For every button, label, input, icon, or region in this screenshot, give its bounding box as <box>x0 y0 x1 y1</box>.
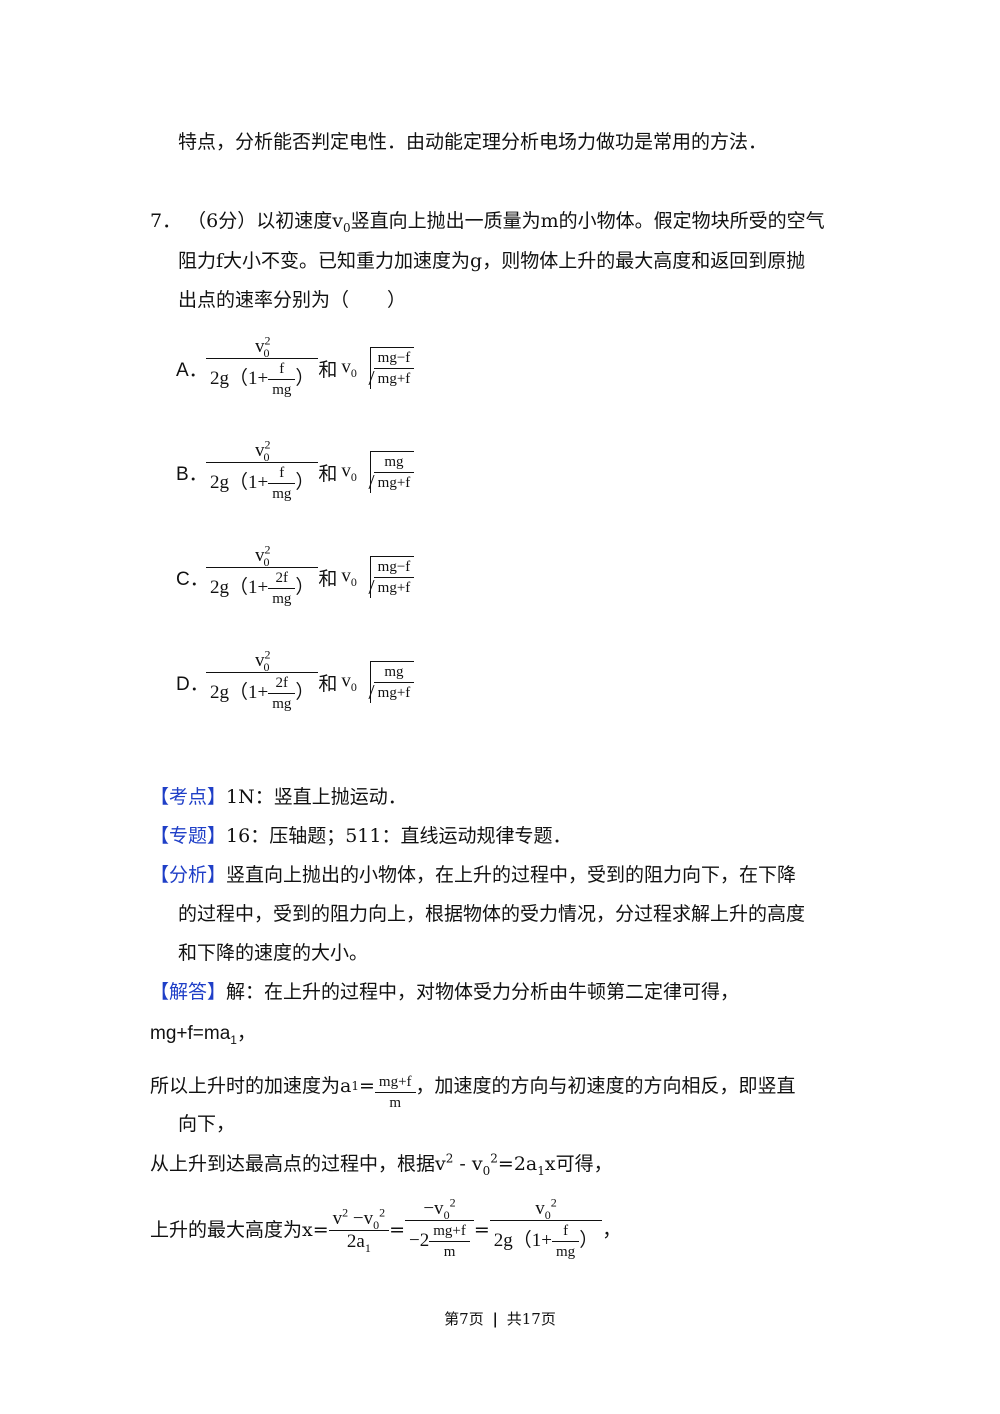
a1-num: mg+f <box>374 1072 416 1093</box>
fenxi-line-3: 和下降的速度的大小。 <box>178 942 369 964</box>
from-postfix: x可得， <box>544 1153 613 1175</box>
h2-den-pre: −2 <box>409 1229 430 1251</box>
subscript-0: 0 <box>443 1207 450 1222</box>
page-footer: 第7页 | 共17页 <box>0 1308 1000 1329</box>
eq1-tail: ， <box>236 1023 256 1044</box>
eq-sign: = <box>358 1074 375 1097</box>
subscript-1: 1 <box>230 1032 237 1047</box>
option-letter: B． <box>176 463 208 485</box>
superscript-2: 2 <box>550 1195 557 1210</box>
h2-den-den: m <box>443 1244 456 1260</box>
h3-den-pre: 2g（1+ <box>493 1229 553 1251</box>
h-prefix: 上升的最大高度为x= <box>150 1219 329 1241</box>
a1-postfix: ，加速度的方向与初速度的方向相反，即竖直 <box>415 1074 796 1097</box>
zhuanti-line: 【专题】16：压轴题；511：直线运动规律专题． <box>150 822 571 850</box>
eq-sign: = <box>389 1219 406 1241</box>
top-line: 特点，分析能否判定电性．由动能定理分析电场力做功是常用的方法． <box>178 131 768 153</box>
equation-newton: mg+f=ma1， <box>150 1020 256 1048</box>
h-fraction-1: v2 −v02 2a1 <box>328 1205 390 1255</box>
subscript-1: 1 <box>364 1240 371 1255</box>
h1-v: v <box>332 1207 343 1229</box>
subscript-1: 1 <box>537 1163 545 1178</box>
a1-prefix: 所以上升时的加速度为a <box>150 1074 352 1097</box>
fenxi-tag: 【分析】 <box>150 864 227 886</box>
jieda-line-1: 【解答】解：在上升的过程中，对物体受力分析由牛顿第二定律可得， <box>150 978 739 1006</box>
h2-den-num: mg+f <box>429 1221 470 1242</box>
h1-minus-v: −v <box>348 1207 374 1229</box>
zhuanti-text: 16：压轴题；511：直线运动规律专题． <box>226 825 572 847</box>
question-text-1b: 竖直向上抛出一质量为m的小物体。假定物块所受的空气 <box>350 210 825 232</box>
h3-den-post: ） <box>579 1229 599 1251</box>
a1-fraction: mg+f m <box>374 1072 416 1113</box>
superscript-2: 2 <box>445 1151 454 1166</box>
superscript-2: 2 <box>379 1205 386 1220</box>
fenxi-text-1: 竖直向上抛出的小物体，在上升的过程中，受到的阻力向下，在下降 <box>226 864 797 886</box>
eq1-text: mg+f=ma <box>150 1023 231 1044</box>
h-tail: ， <box>602 1219 622 1241</box>
fenxi-line-2: 的过程中，受到的阻力向上，根据物体的受力情况，分过程求解上升的高度 <box>178 903 806 925</box>
kaodian-line: 【考点】1N：竖直上抛运动． <box>150 783 407 811</box>
subscript-0: 0 <box>342 220 351 235</box>
subscript-0: 0 <box>482 1163 491 1178</box>
page-total: 共17页 <box>506 1310 556 1328</box>
and-word: 和 <box>318 462 338 485</box>
option-letter: D． <box>176 673 209 695</box>
from-mid2: =2a <box>497 1153 538 1175</box>
from-prefix: 从上升到达最高点的过程中，根据v <box>150 1153 446 1175</box>
h3-den-num: f <box>552 1221 580 1242</box>
question-line-1: 7． （6分）以初速度v0竖直向上抛出一质量为m的小物体。假定物块所受的空气 <box>150 207 825 235</box>
subscript-0: 0 <box>544 1207 551 1222</box>
superscript-2: 2 <box>490 1151 498 1166</box>
kaodian-text: 1N：竖直上抛运动． <box>226 786 407 808</box>
and-word: 和 <box>318 358 338 381</box>
jieda-text-1: 解：在上升的过程中，对物体受力分析由牛顿第二定律可得， <box>226 981 740 1003</box>
and-word: 和 <box>318 672 338 695</box>
footer-separator: | <box>492 1310 498 1328</box>
h-fraction-3: v02 2g（1+f mg） <box>489 1195 603 1262</box>
subscript-0: 0 <box>373 1217 380 1232</box>
kinematic-line: 从上升到达最高点的过程中，根据v2 - v02=2a1x可得， <box>150 1150 613 1178</box>
page-number: 第7页 <box>444 1310 484 1328</box>
question-line-2: 阻力f大小不变。已知重力加速度为g，则物体上升的最大高度和返回到原抛 <box>178 250 806 272</box>
down-line: 向下， <box>178 1113 236 1135</box>
h1-den: 2a <box>346 1230 365 1252</box>
superscript-2: 2 <box>342 1205 349 1220</box>
from-mid: - v <box>453 1153 483 1175</box>
question-text-1a: 以初速度v <box>256 210 343 232</box>
h3-den-den: mg <box>556 1244 576 1260</box>
fenxi-line-1: 【分析】竖直向上抛出的小物体，在上升的过程中，受到的阻力向下，在下降 <box>150 861 796 889</box>
option-letter: A． <box>176 359 208 381</box>
question-score: （6分） <box>187 210 257 232</box>
question-number: 7． <box>150 210 182 232</box>
option-letter: C． <box>176 568 209 590</box>
superscript-2: 2 <box>449 1195 456 1210</box>
a1-den: m <box>389 1095 402 1111</box>
h3-v: v <box>535 1198 545 1219</box>
eq-sign: = <box>473 1219 490 1241</box>
jieda-tag: 【解答】 <box>150 981 227 1003</box>
h2-num: −v <box>423 1198 444 1219</box>
zhuanti-tag: 【专题】 <box>150 825 227 847</box>
and-word: 和 <box>318 567 338 590</box>
question-line-3: 出点的速率分别为（ ） <box>178 289 407 311</box>
kaodian-tag: 【考点】 <box>150 786 227 808</box>
